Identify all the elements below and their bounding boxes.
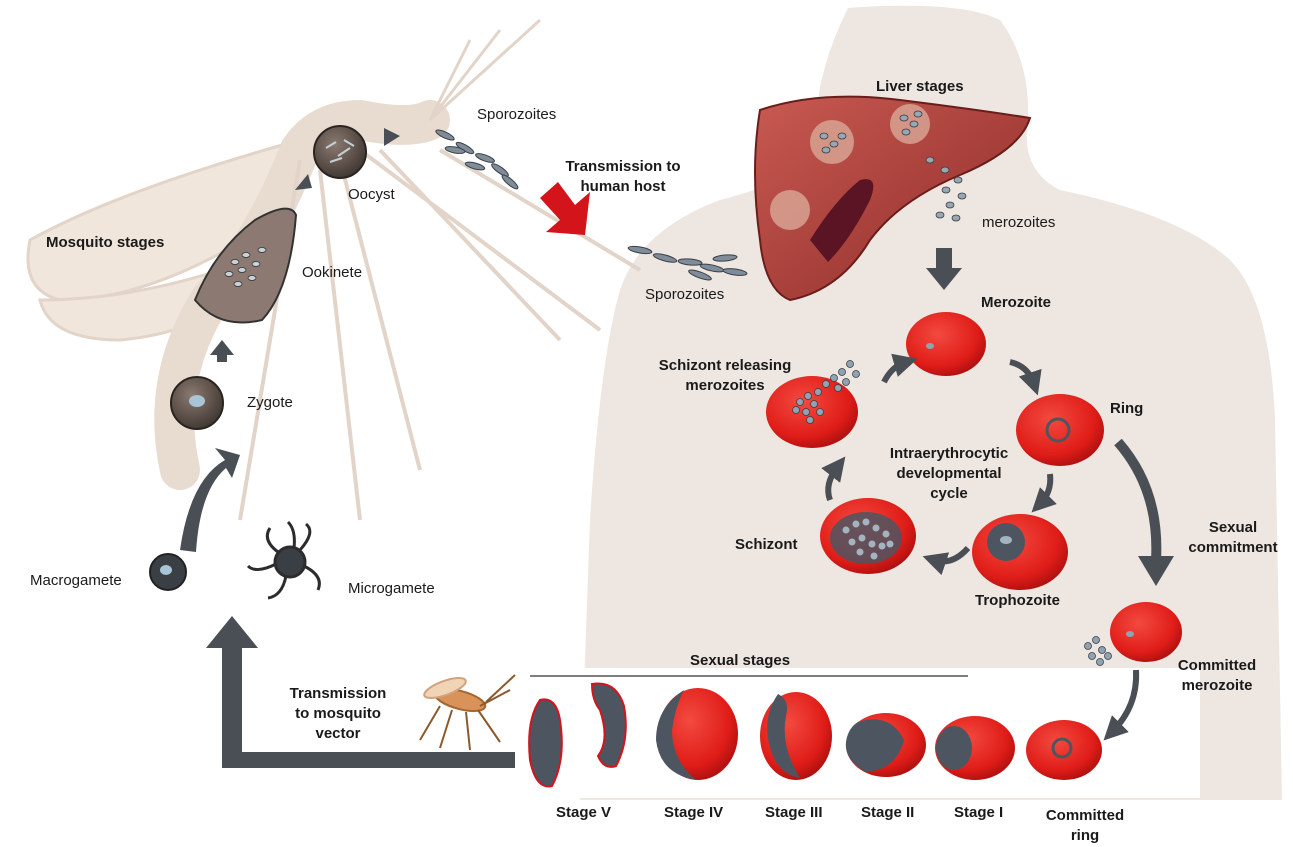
label-schizont: Schizont: [735, 536, 798, 553]
label-transmission-human-line3: human host: [581, 178, 666, 195]
label-schizont-releasing-line1: Schizont releasing: [659, 357, 792, 374]
gametocyte-stage-i: [935, 716, 1015, 780]
label-transmission-human-line1: Transmission: [565, 158, 662, 175]
label-schizont-releasing-line2: merozoites: [685, 377, 764, 394]
label-committed-ring-line1: Committed: [1046, 807, 1124, 824]
gametocyte-stage-ii: [846, 713, 926, 777]
label-ring: Ring: [1110, 400, 1143, 417]
microgamete-cell: [248, 522, 319, 598]
small-mosquito-icon: [420, 674, 515, 750]
label-sexual-commitment-line1: Sexual: [1209, 519, 1257, 536]
rbc-committed-ring: [1026, 720, 1102, 780]
oocyst-cell: [314, 126, 366, 178]
label-zygote: Zygote: [247, 394, 293, 411]
label-committed-ring-line2: ring: [1071, 827, 1099, 844]
label-stage-iv: Stage IV: [664, 804, 723, 821]
macrogamete-cell: [150, 554, 186, 590]
label-sporozoites-top: Sporozoites: [477, 106, 556, 123]
label-mosquito-stages: Mosquito stages: [46, 234, 164, 251]
label-transmission-mosquito: Transmission to mosquito vector: [268, 684, 408, 744]
label-transmission-mosquito-line2: to mosquito: [295, 705, 381, 722]
label-sporozoites-bottom: Sporozoites: [645, 286, 724, 303]
label-ookinete: Ookinete: [302, 264, 362, 281]
label-transmission-human-line2: to: [666, 158, 680, 175]
zygote-cell: [171, 377, 223, 429]
label-committed-ring: Committed ring: [1030, 806, 1140, 846]
label-macrogamete: Macrogamete: [30, 572, 122, 589]
label-sexual-commitment-line2: commitment: [1188, 539, 1277, 556]
rbc-merozoite: [906, 312, 986, 376]
label-schizont-releasing: Schizont releasing merozoites: [640, 356, 810, 396]
rbc-trophozoite: [972, 514, 1068, 590]
label-stage-v: Stage V: [556, 804, 611, 821]
label-microgamete: Microgamete: [348, 580, 435, 597]
label-idc-line2: developmental: [896, 465, 1001, 482]
label-sexual-stages: Sexual stages: [690, 652, 790, 669]
label-transmission-mosquito-line3: vector: [315, 725, 360, 742]
label-stage-ii: Stage II: [861, 804, 914, 821]
label-committed-merozoite: Committed merozoite: [1162, 656, 1272, 696]
label-sexual-commitment: Sexual commitment: [1178, 518, 1288, 558]
label-liver-stages: Liver stages: [876, 78, 964, 95]
sporozoites-cluster-top: [435, 128, 520, 191]
label-merozoites-liver: merozoites: [982, 214, 1055, 231]
label-idc-line1: Intraerythrocytic: [890, 445, 1008, 462]
label-stage-i: Stage I: [954, 804, 1003, 821]
label-idc: Intraerythrocytic developmental cycle: [864, 444, 1034, 504]
label-idc-line3: cycle: [930, 485, 968, 502]
label-stage-iii: Stage III: [765, 804, 823, 821]
label-transmission-human: Transmission to human host: [548, 157, 698, 197]
gametocyte-stage-iii: [760, 692, 832, 780]
rbc-schizont: [820, 498, 916, 574]
label-merozoite: Merozoite: [981, 294, 1051, 311]
label-transmission-mosquito-line1: Transmission: [290, 685, 387, 702]
label-committed-merozoite-line1: Committed: [1178, 657, 1256, 674]
label-trophozoite: Trophozoite: [975, 592, 1060, 609]
label-committed-merozoite-line2: merozoite: [1182, 677, 1253, 694]
label-oocyst: Oocyst: [348, 186, 395, 203]
